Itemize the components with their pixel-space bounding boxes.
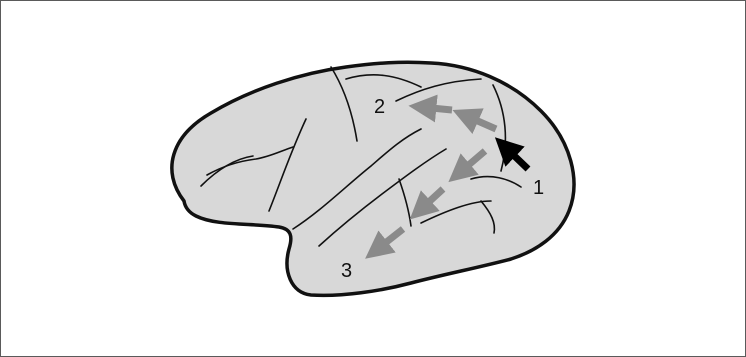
gray-arrow-dorsal-2	[421, 107, 452, 110]
label-area-3: 3	[341, 260, 352, 282]
label-area-1: 1	[533, 177, 544, 199]
brain-outline	[172, 62, 574, 295]
label-area-2: 2	[374, 96, 385, 118]
